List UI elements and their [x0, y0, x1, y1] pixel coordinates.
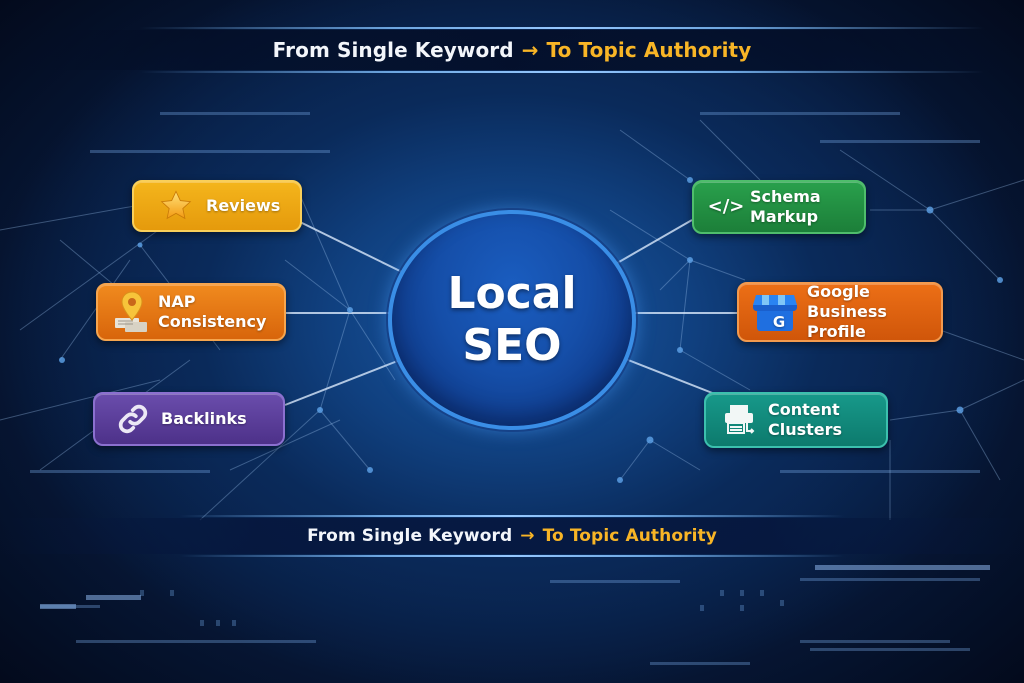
node-label-line2: Clusters — [768, 420, 843, 439]
content-cluster-icon — [722, 403, 758, 437]
arrow-right-icon: → — [521, 38, 539, 62]
node-schema-markup: </> Schema Markup — [692, 180, 866, 234]
node-label-line2: Business Profile — [807, 302, 887, 341]
google-business-store-icon: G — [751, 291, 799, 333]
banner-top-rule — [180, 515, 844, 517]
node-content-clusters: Content Clusters — [704, 392, 888, 448]
node-label: Reviews — [206, 196, 281, 215]
node-nap-consistency: NAP Consistency — [96, 283, 286, 341]
node-backlinks: Backlinks — [93, 392, 285, 446]
node-label-line1: Schema — [750, 187, 821, 206]
map-pin-icon — [112, 290, 152, 334]
hub-title-line2: SEO — [462, 320, 562, 371]
link-icon — [113, 402, 153, 436]
code-icon: </> — [707, 196, 745, 217]
arrow-right-icon: → — [520, 526, 535, 546]
top-tagline-banner: From Single Keyword → To Topic Authority — [0, 27, 1024, 73]
tagline-to: To Topic Authority — [542, 526, 717, 546]
tagline-from: From Single Keyword — [272, 38, 514, 62]
tagline-to: To Topic Authority — [546, 38, 752, 62]
node-label: Backlinks — [161, 409, 247, 428]
svg-text:G: G — [773, 313, 785, 331]
node-label-line1: NAP — [158, 292, 196, 311]
hub-title-line1: Local — [447, 268, 577, 319]
banner-bottom-rule — [180, 555, 844, 557]
node-label-line1: Content — [768, 400, 840, 419]
banner-top-rule — [140, 27, 984, 29]
node-label-line1: Google — [807, 282, 870, 301]
node-reviews: Reviews — [132, 180, 302, 232]
banner-bottom-rule — [140, 71, 984, 73]
tagline-from: From Single Keyword — [307, 526, 513, 546]
node-label-line2: Markup — [750, 207, 819, 226]
star-icon — [156, 190, 196, 222]
node-google-business-profile: G Google Business Profile — [737, 282, 943, 342]
bottom-tagline-banner: From Single Keyword → To Topic Authority — [0, 515, 1024, 557]
hub-local-seo: Local SEO — [388, 210, 636, 430]
node-label-line2: Consistency — [158, 312, 267, 331]
